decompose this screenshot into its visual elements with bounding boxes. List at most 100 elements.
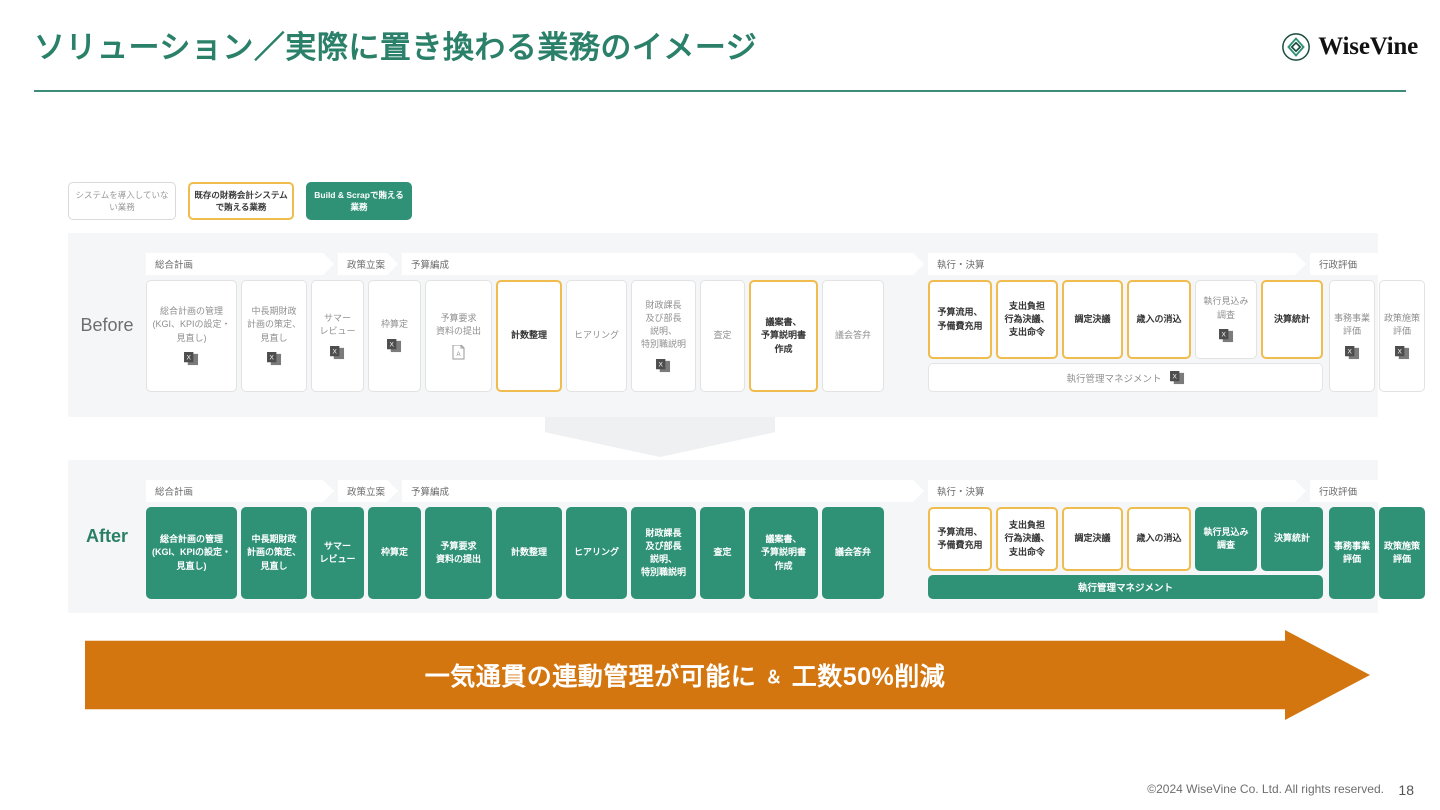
process-card[interactable]: 議案書、予算説明書作成 [749, 280, 818, 392]
process-card[interactable]: 計数整理 [496, 280, 562, 392]
process-card-label: 議会答弁 [834, 547, 871, 558]
excel-icon: X [1394, 345, 1410, 360]
stage-header-2: 予算編成 [402, 253, 924, 275]
process-card[interactable]: 支出負担行為決議、支出命令 [996, 280, 1058, 359]
process-card[interactable]: 決算統計 [1261, 280, 1323, 359]
stage-header-0: 総合計画 [146, 253, 334, 275]
management-bar[interactable]: 執行管理マネジメント X [928, 363, 1323, 392]
management-bar[interactable]: 執行管理マネジメント [928, 575, 1323, 599]
process-card[interactable]: 財政課長及び部長説明、特別職説明 [631, 507, 696, 599]
svg-text:X: X [1221, 332, 1226, 339]
process-card[interactable]: ヒアリング [566, 280, 627, 392]
process-card-label: 計数整理 [510, 547, 547, 558]
process-card-label: ヒアリング [573, 330, 619, 341]
process-card-label: 予算流用、予備費充用 [937, 526, 983, 550]
process-card[interactable]: 枠算定 [368, 507, 421, 599]
process-card-label: 決算統計 [1273, 533, 1310, 544]
process-card[interactable]: 中長期財政計画の策定、見直し [241, 507, 307, 599]
process-card-label: 支出負担行為決議、支出命令 [1004, 520, 1050, 557]
excel-icon: X [330, 345, 345, 360]
process-card[interactable]: 議案書、予算説明書作成 [749, 507, 818, 599]
banner-sub-text: 工数50%削減 [791, 663, 946, 691]
process-card[interactable]: 調定決議 [1062, 507, 1123, 571]
process-card[interactable]: 予算流用、予備費充用 [928, 507, 992, 571]
legend-chip-2[interactable]: Build & Scrapで賄える業務 [306, 182, 412, 220]
stage-header-3: 執行・決算 [928, 480, 1306, 502]
process-card[interactable]: 議会答弁 [822, 507, 884, 599]
process-card[interactable]: 調定決議 [1062, 280, 1123, 359]
svg-text:X: X [187, 355, 192, 362]
legend-chip-1[interactable]: 既存の財務会計システムで賄える業務 [188, 182, 294, 220]
process-card-label: 枠算定 [380, 319, 408, 330]
process-card[interactable]: 歳入の消込 [1127, 507, 1191, 571]
excel-icon: X [387, 339, 402, 354]
banner-main-text: 一気通貫の連動管理が可能に [424, 663, 757, 691]
process-card[interactable]: 枠算定 X [368, 280, 421, 392]
process-card[interactable]: 予算要求資料の提出 A [425, 280, 492, 392]
stage-header-1: 政策立案 [338, 253, 398, 275]
process-card-label: 予算要求資料の提出 [435, 540, 481, 564]
process-card[interactable]: 査定 [700, 280, 745, 392]
arrow-banner-text: 一気通貫の連動管理が可能に ＆ 工数50%削減 [85, 630, 1370, 720]
process-card[interactable]: 査定 [700, 507, 745, 599]
process-card-label: 計数整理 [510, 330, 547, 341]
process-card-label: 中長期財政計画の策定、見直し [246, 534, 301, 571]
process-card[interactable]: 支出負担行為決議、支出命令 [996, 507, 1058, 571]
process-card-label: 歳入の消込 [1136, 313, 1182, 324]
after-flow-panel: After 総合計画政策立案予算編成執行・決算行政評価 総合計画の管理(KGI、… [68, 460, 1425, 613]
process-card-label: 議案書、予算説明書作成 [760, 534, 806, 571]
process-card-label: 枠算定 [380, 547, 408, 558]
process-card-label: サマーレビュー [319, 312, 356, 336]
process-card-label: 事務事業評価 [1333, 540, 1370, 564]
process-card[interactable]: ヒアリング [566, 507, 627, 599]
process-card[interactable]: 計数整理 [496, 507, 562, 599]
process-card-label: サマーレビュー [319, 540, 356, 564]
excel-icon: X [1169, 370, 1185, 385]
process-card-label: 総合計画の管理(KGI、KPIの設定・見直し) [152, 306, 231, 343]
process-card[interactable]: 事務事業評価 [1329, 507, 1375, 599]
process-card[interactable]: 予算流用、予備費充用 [928, 280, 992, 359]
svg-text:X: X [1397, 348, 1402, 355]
legend-chip-label: 既存の財務会計システムで賄える業務 [194, 189, 288, 212]
management-bar-label: 執行管理マネジメント [1066, 373, 1162, 385]
svg-text:X: X [390, 341, 395, 348]
after-row-label: After [85, 526, 128, 546]
process-card-label: 査定 [713, 330, 732, 341]
process-card-label: 予算流用、予備費充用 [937, 307, 983, 331]
legend-chip-0[interactable]: システムを導入していない業務 [68, 182, 176, 220]
process-card[interactable]: 決算統計 [1261, 507, 1323, 571]
brand-name: WiseVine [1318, 33, 1418, 60]
page-number: 18 [1398, 782, 1414, 798]
legend-chip-label: システムを導入していない業務 [75, 189, 169, 212]
banner-ampersand: ＆ [765, 667, 783, 687]
svg-text:X: X [333, 348, 338, 355]
process-card-label: ヒアリング [573, 547, 619, 558]
stage-header-0: 総合計画 [146, 480, 334, 502]
process-card[interactable]: サマーレビュー X [311, 280, 364, 392]
process-card[interactable]: 総合計画の管理(KGI、KPIの設定・見直し) [146, 507, 237, 599]
svg-text:A: A [456, 352, 460, 358]
result-arrow-banner: 一気通貫の連動管理が可能に ＆ 工数50%削減 [85, 630, 1370, 720]
process-card-label: 調定決議 [1074, 533, 1111, 544]
process-card-label: 査定 [713, 547, 732, 558]
process-card[interactable]: 予算要求資料の提出 [425, 507, 492, 599]
before-flow-panel: Before 総合計画政策立案予算編成執行・決算行政評価 総合計画の管理(KGI… [68, 233, 1425, 417]
arrow-shape-icon [85, 630, 1370, 720]
excel-icon: X [656, 358, 671, 373]
process-card[interactable]: 政策施策評価 [1379, 507, 1425, 599]
title-divider [34, 90, 1406, 92]
footer-copyright: ©2024 WiseVine Co. Ltd. All rights reser… [1147, 782, 1384, 796]
process-card[interactable]: 歳入の消込 [1127, 280, 1191, 359]
process-card[interactable]: サマーレビュー [311, 507, 364, 599]
process-card[interactable]: 執行見込み調査 [1195, 507, 1257, 571]
process-card-label: 予算要求資料の提出 [435, 312, 481, 336]
process-card[interactable]: 総合計画の管理(KGI、KPIの設定・見直し) X [146, 280, 237, 392]
process-card[interactable]: 議会答弁 [822, 280, 884, 392]
wisevine-diamond-logo-icon [1281, 32, 1311, 62]
process-card-label: 議案書、予算説明書作成 [760, 317, 806, 354]
